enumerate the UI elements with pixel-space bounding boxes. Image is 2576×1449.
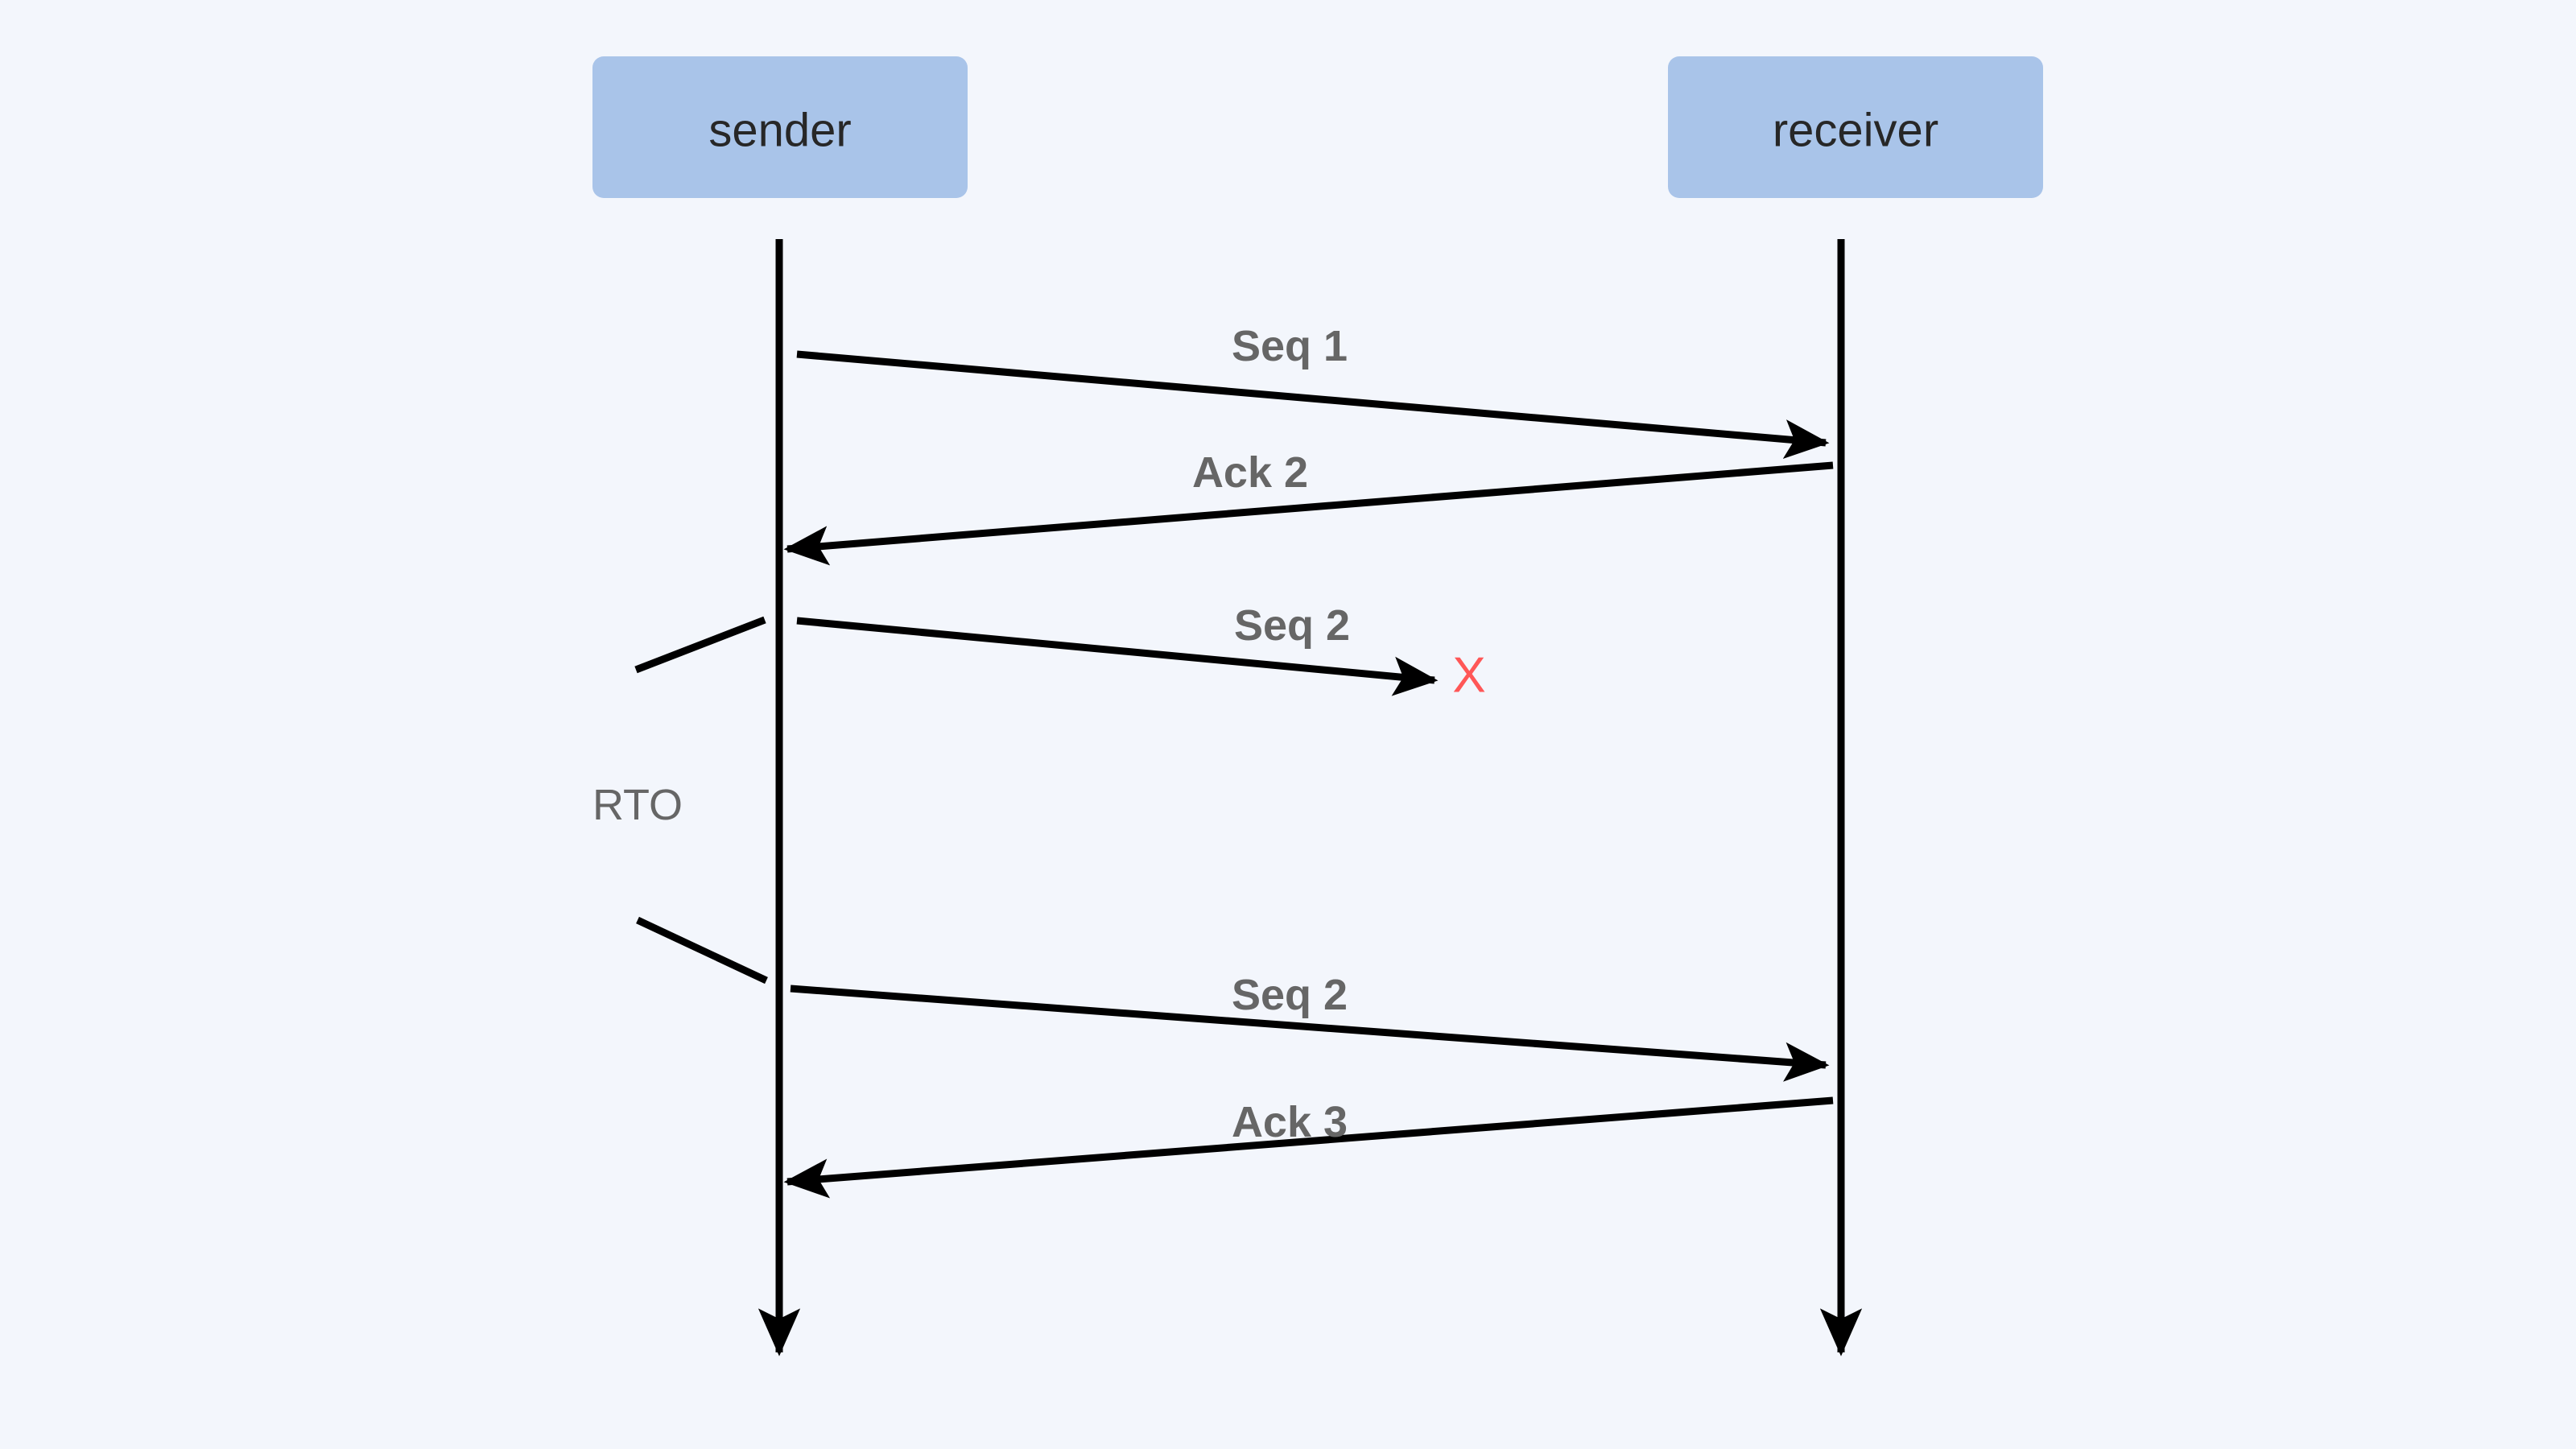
participant-sender-box[interactable] (592, 56, 968, 198)
message-seq-2-lost-label: Seq 2 (1234, 601, 1350, 650)
message-ack-3-label: Ack 3 (1232, 1098, 1348, 1146)
message-seq-2-retransmit[interactable]: Seq 2 (790, 971, 1830, 1082)
message-ack-2-label: Ack 2 (1192, 448, 1308, 497)
message-ack-2-arrow (783, 461, 1834, 566)
message-seq-1[interactable]: Seq 1 (796, 322, 1830, 460)
message-ack-2[interactable]: Ack 2 (783, 448, 1834, 566)
message-seq-2-retransmit-label: Seq 2 (1232, 971, 1348, 1019)
message-seq-2-lost[interactable]: Seq 2 X (796, 601, 1486, 703)
participant-sender-label: sender (708, 104, 851, 156)
participant-receiver[interactable]: receiver (1668, 56, 2043, 198)
packet-loss-x-icon: X (1452, 647, 1485, 703)
rto-tick-top (634, 616, 766, 674)
participant-receiver-box[interactable] (1668, 56, 2043, 198)
message-ack-3-arrow (783, 1096, 1834, 1199)
rto-label: RTO (592, 781, 683, 829)
message-seq-1-label: Seq 1 (1232, 322, 1348, 370)
message-seq-1-arrow (796, 350, 1830, 460)
message-seq-2-retransmit-arrow (790, 985, 1830, 1082)
participant-sender[interactable]: sender (592, 56, 968, 198)
annotation-rto: RTO (592, 616, 768, 985)
message-ack-3[interactable]: Ack 3 (783, 1096, 1834, 1199)
rto-tick-bottom (636, 916, 768, 985)
participant-receiver-label: receiver (1773, 104, 1938, 156)
message-seq-2-lost-arrow (796, 617, 1439, 696)
